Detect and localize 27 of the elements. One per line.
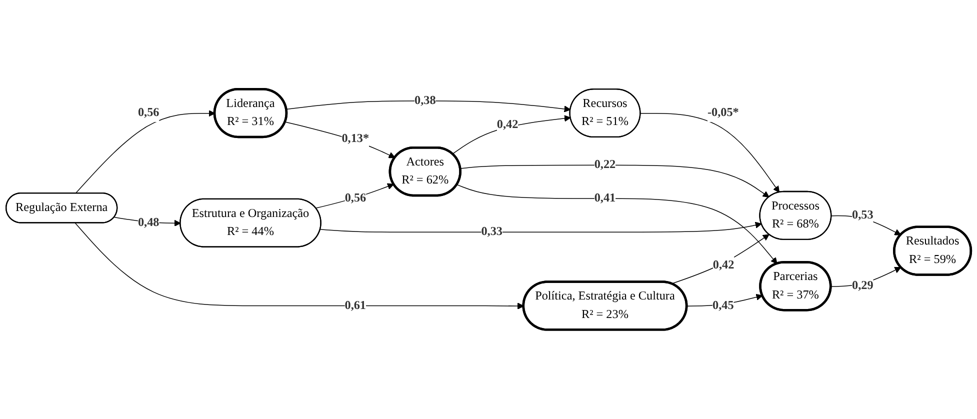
edge-label: 0,41 bbox=[594, 192, 616, 205]
edge-label: 0,56 bbox=[344, 192, 366, 205]
arrow bbox=[315, 183, 394, 209]
edge-label: 0,61 bbox=[344, 298, 366, 312]
edge-label: 0,42 bbox=[496, 118, 518, 132]
arrow bbox=[671, 234, 770, 284]
edge-label: 0,29 bbox=[852, 279, 874, 292]
arrow bbox=[284, 122, 396, 158]
arrow bbox=[831, 215, 902, 236]
arrow bbox=[320, 222, 762, 233]
edge-label: 0,45 bbox=[712, 298, 734, 312]
arrow bbox=[452, 115, 571, 154]
edge-label: 0,56 bbox=[138, 106, 160, 120]
edge-label: 0,22 bbox=[594, 158, 616, 172]
arrow bbox=[286, 100, 571, 112]
edge-label: 0,13* bbox=[342, 132, 370, 146]
arrow bbox=[75, 110, 216, 194]
arrow bbox=[460, 164, 770, 198]
edge-label: 0,33 bbox=[481, 225, 502, 238]
arrow bbox=[456, 184, 778, 264]
arrow bbox=[74, 222, 524, 310]
arrow bbox=[640, 113, 780, 193]
edge-label: -0,05* bbox=[707, 106, 739, 120]
edge-label: 0,38 bbox=[414, 94, 436, 108]
edge-label: 0,42 bbox=[712, 258, 734, 272]
edge-label: 0,48 bbox=[138, 216, 160, 230]
edge-label: 0,53 bbox=[852, 208, 874, 222]
